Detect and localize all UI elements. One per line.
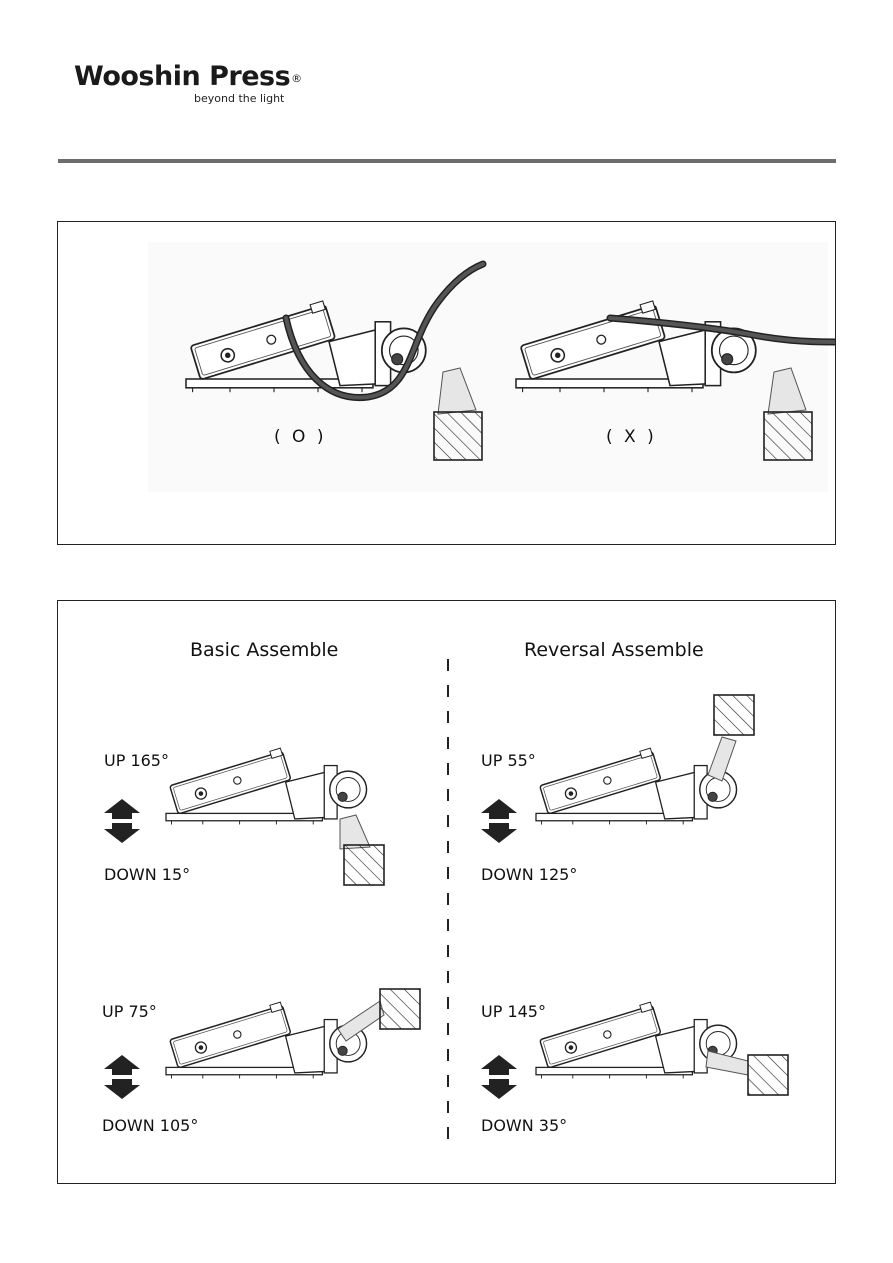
mount-block-reversal-2	[747, 1054, 789, 1096]
mount-block-reversal-1	[713, 694, 755, 736]
brand-name: Wooshin Press	[74, 61, 291, 92]
assembly-diagram	[104, 659, 789, 1146]
reversal-1-down-angle: DOWN 125°	[481, 865, 578, 884]
reversal-assemble-title: Reversal Assemble	[524, 639, 704, 661]
header-divider	[58, 159, 836, 163]
basic-1-down-angle: DOWN 15°	[104, 865, 191, 884]
reversal-1-up-angle: UP 55°	[481, 751, 536, 770]
up-down-arrow-icon	[481, 1055, 517, 1099]
basic-1-up-angle: UP 165°	[104, 751, 169, 770]
brand-tagline: beyond the light	[194, 92, 285, 105]
up-down-arrow-icon	[481, 799, 517, 843]
basic-2-down-angle: DOWN 105°	[102, 1116, 199, 1135]
up-down-arrow-icon	[104, 1055, 140, 1099]
mount-block-basic-1	[343, 844, 385, 886]
up-down-arrow-icon	[104, 799, 140, 843]
mount-block-basic-2	[379, 988, 421, 1030]
basic-assemble-title: Basic Assemble	[190, 639, 339, 661]
wiring-panel: ( O ) ( X )	[57, 221, 836, 545]
wiring-diagram	[148, 242, 835, 492]
assembly-panel: Basic Assemble Reversal Assemble UP 165°…	[57, 600, 836, 1184]
mount-block-left	[433, 411, 483, 461]
mount-block-right	[763, 411, 813, 461]
brand-logo: Wooshin Press® beyond the light	[74, 61, 302, 106]
incorrect-label: ( X )	[606, 427, 657, 447]
registered-mark: ®	[291, 72, 302, 85]
reversal-2-down-angle: DOWN 35°	[481, 1116, 568, 1135]
correct-label: ( O )	[274, 427, 327, 447]
basic-2-up-angle: UP 75°	[102, 1002, 157, 1021]
reversal-2-up-angle: UP 145°	[481, 1002, 546, 1021]
